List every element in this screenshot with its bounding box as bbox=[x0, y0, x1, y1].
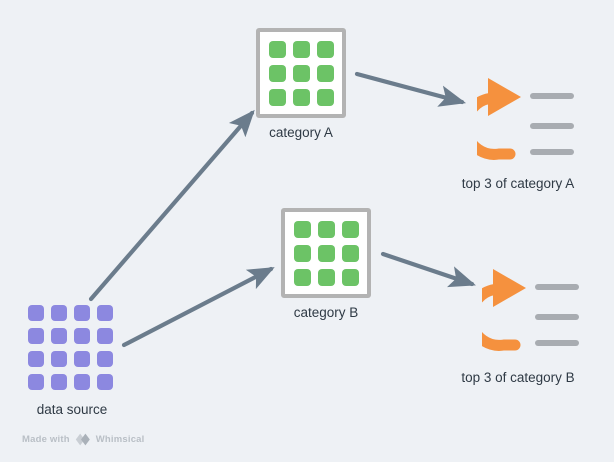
edge-source-to-category-b bbox=[121, 266, 275, 348]
grid-tile bbox=[28, 374, 44, 390]
grid-tile bbox=[341, 244, 359, 262]
node-top3-b[interactable] bbox=[465, 269, 536, 356]
grid-tile bbox=[74, 305, 90, 321]
grid-tile bbox=[316, 40, 334, 58]
node-label-data-source: data source bbox=[36, 402, 108, 417]
grid-3x3-boxed-icon bbox=[293, 220, 359, 286]
grid-4x4-icon bbox=[28, 305, 113, 390]
grid-tile bbox=[341, 220, 359, 238]
list-bar bbox=[530, 149, 574, 155]
edge-category-a-to-top3-a bbox=[354, 71, 467, 107]
node-label-category-a: category A bbox=[269, 125, 333, 140]
grid-tile bbox=[268, 64, 286, 82]
grid-tile bbox=[292, 40, 310, 58]
grid-tile bbox=[292, 88, 310, 106]
grid-tile bbox=[74, 328, 90, 344]
list-bar bbox=[530, 93, 574, 99]
edge-source-to-category-a bbox=[88, 109, 255, 302]
grid-tile bbox=[316, 64, 334, 82]
grid-tile bbox=[74, 374, 90, 390]
grid-tile bbox=[317, 220, 335, 238]
node-category-b[interactable] bbox=[281, 208, 371, 298]
grid-tile bbox=[28, 305, 44, 321]
grid-3x3-boxed-icon bbox=[268, 40, 334, 106]
grid-tile bbox=[97, 351, 113, 367]
rotate-arrow-list-icon bbox=[465, 269, 526, 351]
list-bar bbox=[530, 123, 574, 129]
grid-tile bbox=[341, 268, 359, 286]
watermark-brand: Whimsical bbox=[95, 434, 145, 445]
node-label-top3-b: top 3 of category B bbox=[461, 370, 575, 385]
node-label-category-b: category B bbox=[293, 305, 359, 320]
grid-tile bbox=[268, 40, 286, 58]
grid-tile bbox=[292, 64, 310, 82]
grid-tile bbox=[97, 328, 113, 344]
grid-tile bbox=[317, 244, 335, 262]
node-data-source[interactable] bbox=[28, 305, 113, 390]
grid-tile bbox=[28, 351, 44, 367]
grid-tile bbox=[97, 374, 113, 390]
whimsical-logo-icon bbox=[75, 433, 90, 446]
grid-tile bbox=[74, 351, 90, 367]
grid-tile bbox=[28, 328, 44, 344]
whimsical-watermark: Made with Whimsical bbox=[22, 433, 145, 446]
grid-tile bbox=[293, 244, 311, 262]
grid-tile bbox=[51, 305, 67, 321]
grid-tile bbox=[51, 351, 67, 367]
grid-tile bbox=[317, 268, 335, 286]
edge-category-b-to-top3-b bbox=[380, 251, 476, 288]
grid-tile bbox=[97, 305, 113, 321]
list-bar bbox=[535, 284, 579, 290]
top3-a-bars bbox=[530, 78, 578, 160]
rotate-arrow-list-icon bbox=[460, 78, 521, 160]
grid-tile bbox=[51, 328, 67, 344]
node-top3-a[interactable] bbox=[460, 78, 531, 165]
grid-tile bbox=[268, 88, 286, 106]
node-category-a[interactable] bbox=[256, 28, 346, 118]
grid-tile bbox=[316, 88, 334, 106]
grid-tile bbox=[293, 220, 311, 238]
top3-b-bars bbox=[535, 269, 583, 351]
watermark-prefix: Made with bbox=[22, 434, 70, 445]
node-label-top3-a: top 3 of category A bbox=[461, 176, 575, 191]
grid-tile bbox=[293, 268, 311, 286]
list-bar bbox=[535, 314, 579, 320]
grid-tile bbox=[51, 374, 67, 390]
list-bar bbox=[535, 340, 579, 346]
